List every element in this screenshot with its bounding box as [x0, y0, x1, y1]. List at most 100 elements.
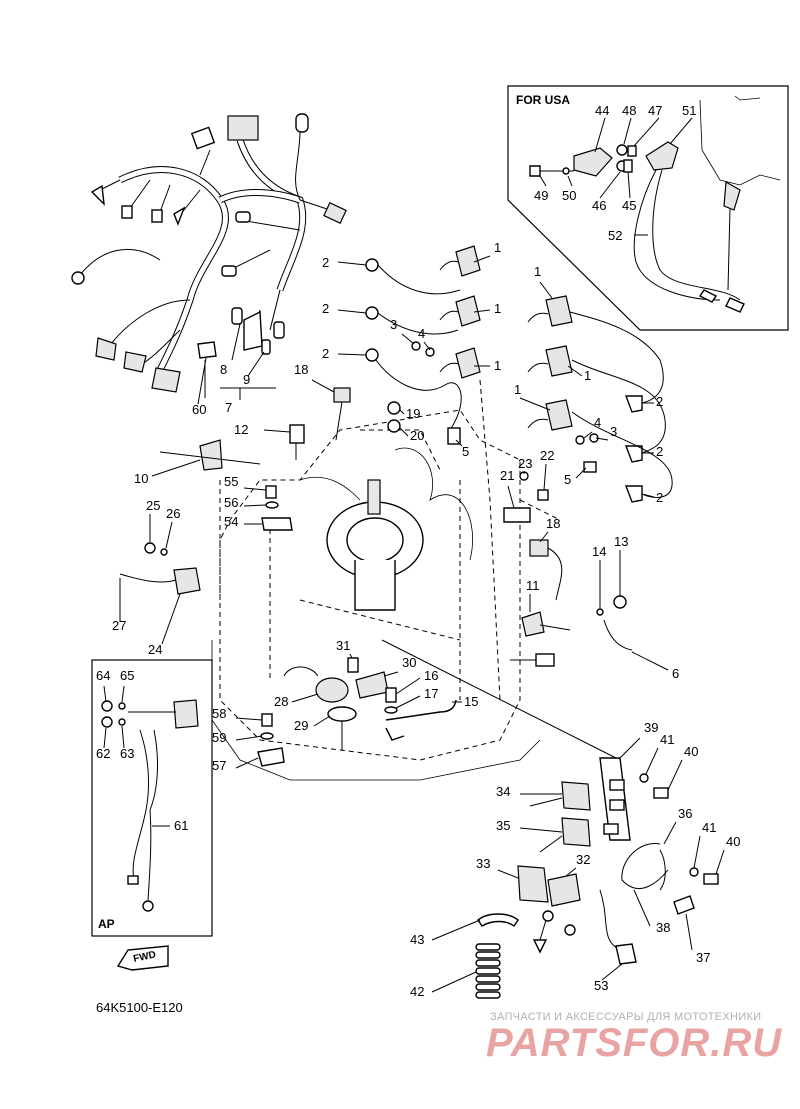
callout-43: 43	[410, 932, 424, 947]
callout-65: 65	[120, 668, 134, 683]
callout-52: 52	[608, 228, 622, 243]
reference-code: 64K5100-E120	[96, 1000, 183, 1015]
leader-line-19	[399, 409, 405, 415]
callout-42: 42	[410, 984, 424, 999]
relay-34-part	[561, 781, 591, 811]
leader-line-6	[631, 651, 669, 671]
leader-line-38	[633, 889, 651, 927]
leader-line-1	[567, 365, 583, 377]
callouts-layer: 1111112222223344556789101112131415161718…	[96, 103, 740, 999]
coil-1-right-mid	[527, 345, 573, 377]
callout-11: 11	[526, 578, 540, 593]
callout-63: 63	[120, 746, 134, 761]
callout-56: 56	[224, 495, 238, 510]
leader-line-17	[395, 695, 421, 709]
leader-line-26	[165, 521, 173, 549]
leader-line-30	[383, 671, 399, 677]
callout-2: 2	[656, 394, 663, 409]
leader-line-21	[507, 485, 515, 509]
callout-10: 10	[134, 471, 148, 486]
callout-3: 3	[610, 424, 617, 439]
leader-line-55	[243, 487, 267, 491]
callout-32: 32	[576, 852, 590, 867]
cover-33-part	[517, 865, 549, 903]
leader-line-1	[473, 309, 491, 313]
callout-33: 33	[476, 856, 490, 871]
leader-line-2	[337, 353, 367, 356]
callout-15: 15	[464, 694, 478, 709]
callout-44: 44	[595, 103, 609, 118]
leader-line-41	[645, 747, 659, 775]
callout-5: 5	[564, 472, 571, 487]
callout-29: 29	[294, 718, 308, 733]
callout-18: 18	[294, 362, 308, 377]
callout-5: 5	[462, 444, 469, 459]
callout-22: 22	[540, 448, 554, 463]
coil-1-mid	[439, 295, 481, 327]
leader-line-2	[337, 261, 367, 266]
callout-4: 4	[418, 326, 425, 341]
leader-line-22	[543, 463, 547, 491]
callout-55: 55	[224, 474, 238, 489]
leader-line-41	[693, 835, 701, 869]
callout-50: 50	[562, 188, 576, 203]
leader-line-60	[197, 357, 207, 405]
leader-line-59	[235, 735, 263, 741]
leader-line-65	[121, 685, 125, 703]
bolt-49-part	[529, 165, 541, 177]
leader-line-58	[235, 717, 263, 721]
leader-line-40	[667, 759, 683, 791]
callout-48: 48	[622, 103, 636, 118]
leader-line-53	[601, 963, 623, 981]
harness-main-connector	[227, 115, 259, 141]
callout-2: 2	[656, 444, 663, 459]
callout-2: 2	[322, 301, 329, 316]
callout-58: 58	[212, 706, 226, 721]
callout-1: 1	[514, 382, 521, 397]
leader-line-18	[539, 531, 549, 543]
leader-line-4	[583, 431, 593, 439]
engine-block-outline	[211, 409, 541, 781]
coil-1-top	[439, 245, 481, 277]
callout-4: 4	[594, 415, 601, 430]
ap-inset: AP	[91, 659, 213, 937]
callout-61: 61	[174, 818, 188, 833]
callout-41: 41	[702, 820, 716, 835]
callout-49: 49	[534, 188, 548, 203]
callout-41: 41	[660, 732, 674, 747]
callout-46: 46	[592, 198, 606, 213]
callout-1: 1	[494, 358, 501, 373]
callout-20: 20	[410, 428, 424, 443]
relay-assembly	[475, 757, 719, 999]
leader-line-56	[243, 504, 267, 507]
callout-6: 6	[672, 666, 679, 681]
callout-1: 1	[584, 368, 591, 383]
callout-16: 16	[424, 668, 438, 683]
leader-line-3	[595, 437, 609, 441]
leader-line-1	[539, 281, 553, 299]
usa-inset: FOR USA	[507, 85, 789, 331]
leader-line-64	[103, 685, 107, 703]
callout-39: 39	[644, 720, 658, 735]
relay-35-part	[561, 817, 591, 847]
leader-line-12	[263, 429, 291, 433]
callout-14: 14	[592, 544, 606, 559]
leader-line-2	[641, 493, 655, 498]
leader-line-62	[103, 727, 107, 749]
leader-line-16	[395, 677, 421, 695]
leader-line-18	[311, 379, 335, 393]
leader-line-24	[161, 593, 181, 645]
leader-line-5	[575, 467, 587, 479]
callout-54: 54	[224, 514, 238, 529]
callout-13: 13	[614, 534, 628, 549]
coil-1-right-top	[527, 295, 573, 327]
callout-7: 7	[225, 400, 232, 415]
callout-2: 2	[322, 346, 329, 361]
callout-53: 53	[594, 978, 608, 993]
callout-28: 28	[274, 694, 288, 709]
grommet-28-part	[315, 677, 349, 703]
leader-line-32	[565, 867, 577, 877]
leader-line-43	[431, 919, 481, 941]
